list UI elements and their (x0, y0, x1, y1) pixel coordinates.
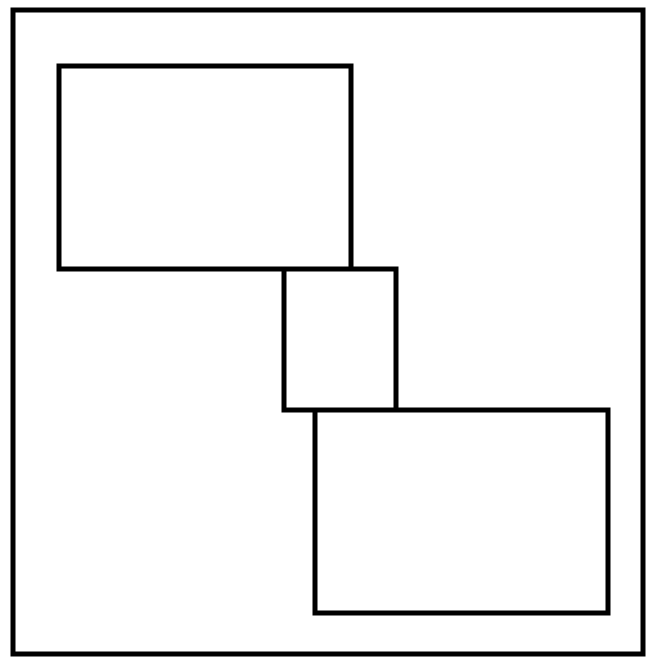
top-left-box (56, 63, 354, 272)
bottom-right-box (312, 407, 611, 616)
outer-frame (10, 7, 646, 657)
middle-connector-box (281, 266, 399, 413)
